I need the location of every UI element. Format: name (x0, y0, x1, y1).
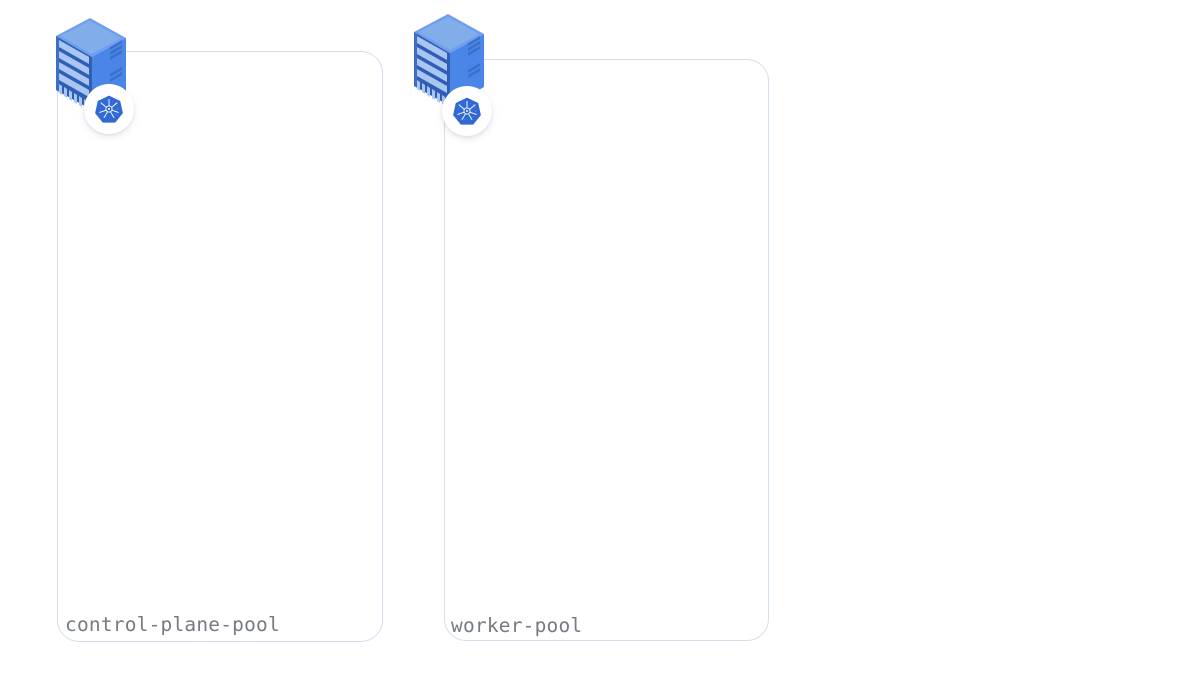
kubernetes-icon (442, 86, 492, 136)
node-pool-card-worker-pool[interactable] (444, 59, 769, 641)
node-pool-label-control-plane-pool: control-plane-pool (65, 613, 280, 636)
node-pool-label-worker-pool: worker-pool (451, 614, 583, 637)
kubernetes-icon (84, 84, 134, 134)
server-tower-icon (48, 10, 134, 122)
node-pool-card-control-plane-pool[interactable] (57, 51, 383, 642)
